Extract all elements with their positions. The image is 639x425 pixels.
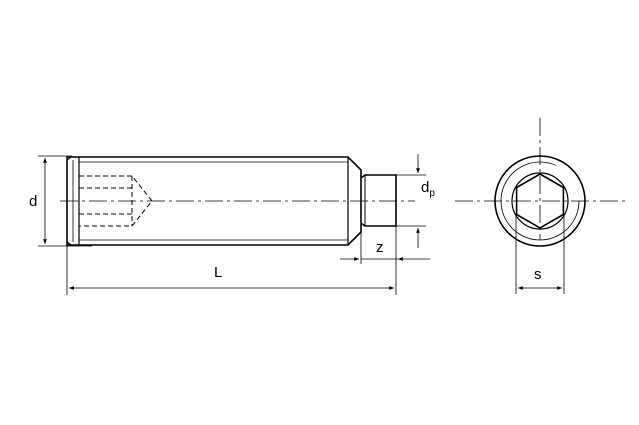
label-L: L xyxy=(214,264,223,281)
label-s: s xyxy=(534,266,542,283)
dimension-s xyxy=(515,215,565,294)
left-chamfer xyxy=(66,156,72,246)
label-z: z xyxy=(376,239,384,256)
label-dp-sub: p xyxy=(429,188,435,199)
dimension-dp xyxy=(396,154,426,248)
label-dp: dp xyxy=(421,180,435,199)
dimension-z xyxy=(340,232,430,264)
dimension-L xyxy=(66,226,397,295)
dimension-d xyxy=(38,155,92,247)
dog-point-outline xyxy=(360,174,397,227)
label-d: d xyxy=(29,193,38,210)
hidden-socket xyxy=(79,175,153,227)
end-view xyxy=(455,118,625,247)
label-dp-main: d xyxy=(421,179,430,196)
side-view xyxy=(60,156,415,246)
